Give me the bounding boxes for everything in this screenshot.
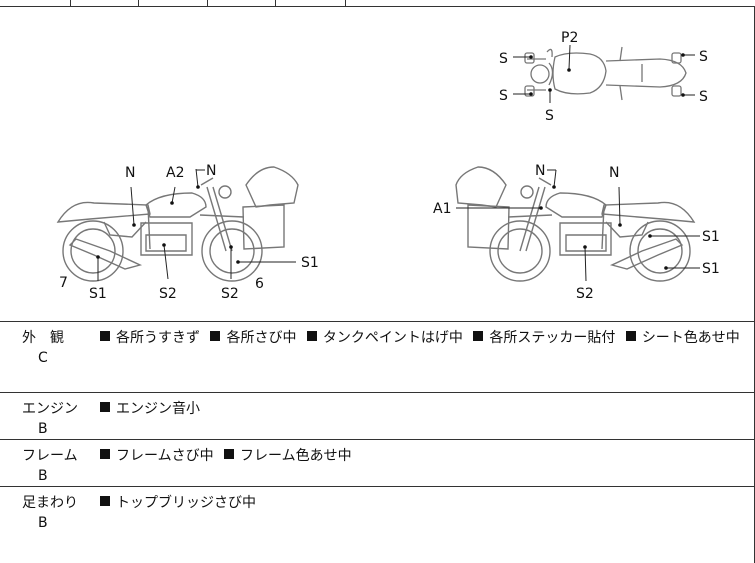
marker-n: N bbox=[125, 165, 135, 181]
note-text: トップブリッジさび中 bbox=[116, 495, 256, 511]
note-text: 各所ステッカー貼付 bbox=[489, 330, 616, 346]
marker-p2: P2 bbox=[561, 30, 578, 46]
grade-label: B bbox=[38, 515, 48, 531]
condition-row-engine: エンジン B エンジン音小 bbox=[0, 393, 754, 440]
category-label: 外 観 bbox=[22, 330, 64, 346]
notes-cell: フレームさび中 フレーム色あせ中 bbox=[100, 446, 358, 466]
marker-7: 7 bbox=[59, 275, 68, 291]
note-text: フレーム色あせ中 bbox=[240, 448, 352, 464]
marker-s: S bbox=[499, 51, 508, 67]
bullet-square-icon bbox=[473, 331, 484, 341]
marker-s: S bbox=[545, 108, 554, 124]
bullet-square-icon bbox=[306, 331, 317, 341]
marker-s: S bbox=[499, 88, 508, 104]
bullet-square-icon bbox=[100, 496, 110, 506]
marker-n: N bbox=[535, 163, 545, 179]
marker-s1: S1 bbox=[89, 286, 107, 302]
category-label: フレーム bbox=[22, 448, 78, 464]
bullet-square-icon bbox=[625, 331, 636, 341]
category-cell: エンジン B bbox=[22, 399, 78, 439]
left-side-motorcycle bbox=[56, 166, 299, 282]
marker-s: S bbox=[699, 49, 708, 65]
right-side-motorcycle bbox=[455, 166, 696, 282]
motorcycle-diagram: P2 S S S S S bbox=[56, 30, 720, 302]
condition-row-exterior: 外 観 C 各所うすきず 各所さび中 タンクペイントはげ中 各所ステッカー貼付 … bbox=[0, 322, 754, 393]
bullet-square-icon bbox=[224, 449, 235, 459]
note-text: シート色あせ中 bbox=[641, 330, 740, 346]
category-cell: 外 観 C bbox=[22, 328, 64, 368]
bullet-square-icon bbox=[210, 331, 221, 341]
bullet-square-icon bbox=[100, 402, 110, 412]
notes-cell: 各所うすきず 各所さび中 タンクペイントはげ中 各所ステッカー貼付 シート色あせ… bbox=[100, 328, 746, 348]
marker-s1: S1 bbox=[702, 229, 720, 245]
marker-s2: S2 bbox=[159, 286, 177, 302]
marker-6: 6 bbox=[255, 276, 264, 292]
table-divider bbox=[138, 0, 139, 6]
category-cell: 足まわり B bbox=[22, 493, 78, 533]
right-side-markers: N N A1 S1 S1 S2 bbox=[433, 163, 720, 302]
table-divider bbox=[70, 0, 71, 6]
marker-s1: S1 bbox=[301, 255, 319, 271]
top-view-motorcycle bbox=[524, 46, 687, 101]
bullet-square-icon bbox=[100, 331, 110, 341]
category-label: エンジン bbox=[22, 401, 78, 417]
category-cell: フレーム B bbox=[22, 446, 78, 486]
marker-s2: S2 bbox=[576, 286, 594, 302]
condition-row-suspension: 足まわり B トップブリッジさび中 bbox=[0, 487, 754, 563]
left-side-markers: N A2 N S1 S1 S2 S2 7 6 bbox=[59, 163, 319, 302]
previous-table-edge bbox=[0, 0, 755, 7]
marker-a1: A1 bbox=[433, 201, 451, 217]
note-text: 各所さび中 bbox=[226, 330, 297, 346]
marker-s1: S1 bbox=[702, 261, 720, 277]
note-text: 各所うすきず bbox=[116, 330, 200, 346]
marker-n: N bbox=[206, 163, 216, 179]
marker-s: S bbox=[699, 89, 708, 105]
notes-cell: エンジン音小 bbox=[100, 399, 206, 419]
bullet-square-icon bbox=[100, 449, 110, 459]
damage-diagram: P2 S S S S S bbox=[0, 7, 755, 322]
marker-a2: A2 bbox=[166, 165, 184, 181]
note-text: フレームさび中 bbox=[116, 448, 214, 464]
category-label: 足まわり bbox=[22, 495, 78, 511]
note-text: タンクペイントはげ中 bbox=[322, 330, 463, 346]
condition-row-frame: フレーム B フレームさび中 フレーム色あせ中 bbox=[0, 440, 754, 487]
top-view-markers: P2 S S S S S bbox=[499, 30, 708, 124]
grade-label: B bbox=[38, 421, 48, 437]
table-divider bbox=[345, 0, 346, 6]
table-divider bbox=[207, 0, 208, 6]
notes-cell: トップブリッジさび中 bbox=[100, 493, 262, 513]
grade-label: C bbox=[38, 350, 48, 366]
marker-n: N bbox=[609, 165, 619, 181]
grade-label: B bbox=[38, 468, 48, 484]
marker-s2: S2 bbox=[221, 286, 239, 302]
table-divider bbox=[275, 0, 276, 6]
condition-table: 外 観 C 各所うすきず 各所さび中 タンクペイントはげ中 各所ステッカー貼付 … bbox=[0, 322, 755, 563]
note-text: エンジン音小 bbox=[116, 401, 200, 417]
